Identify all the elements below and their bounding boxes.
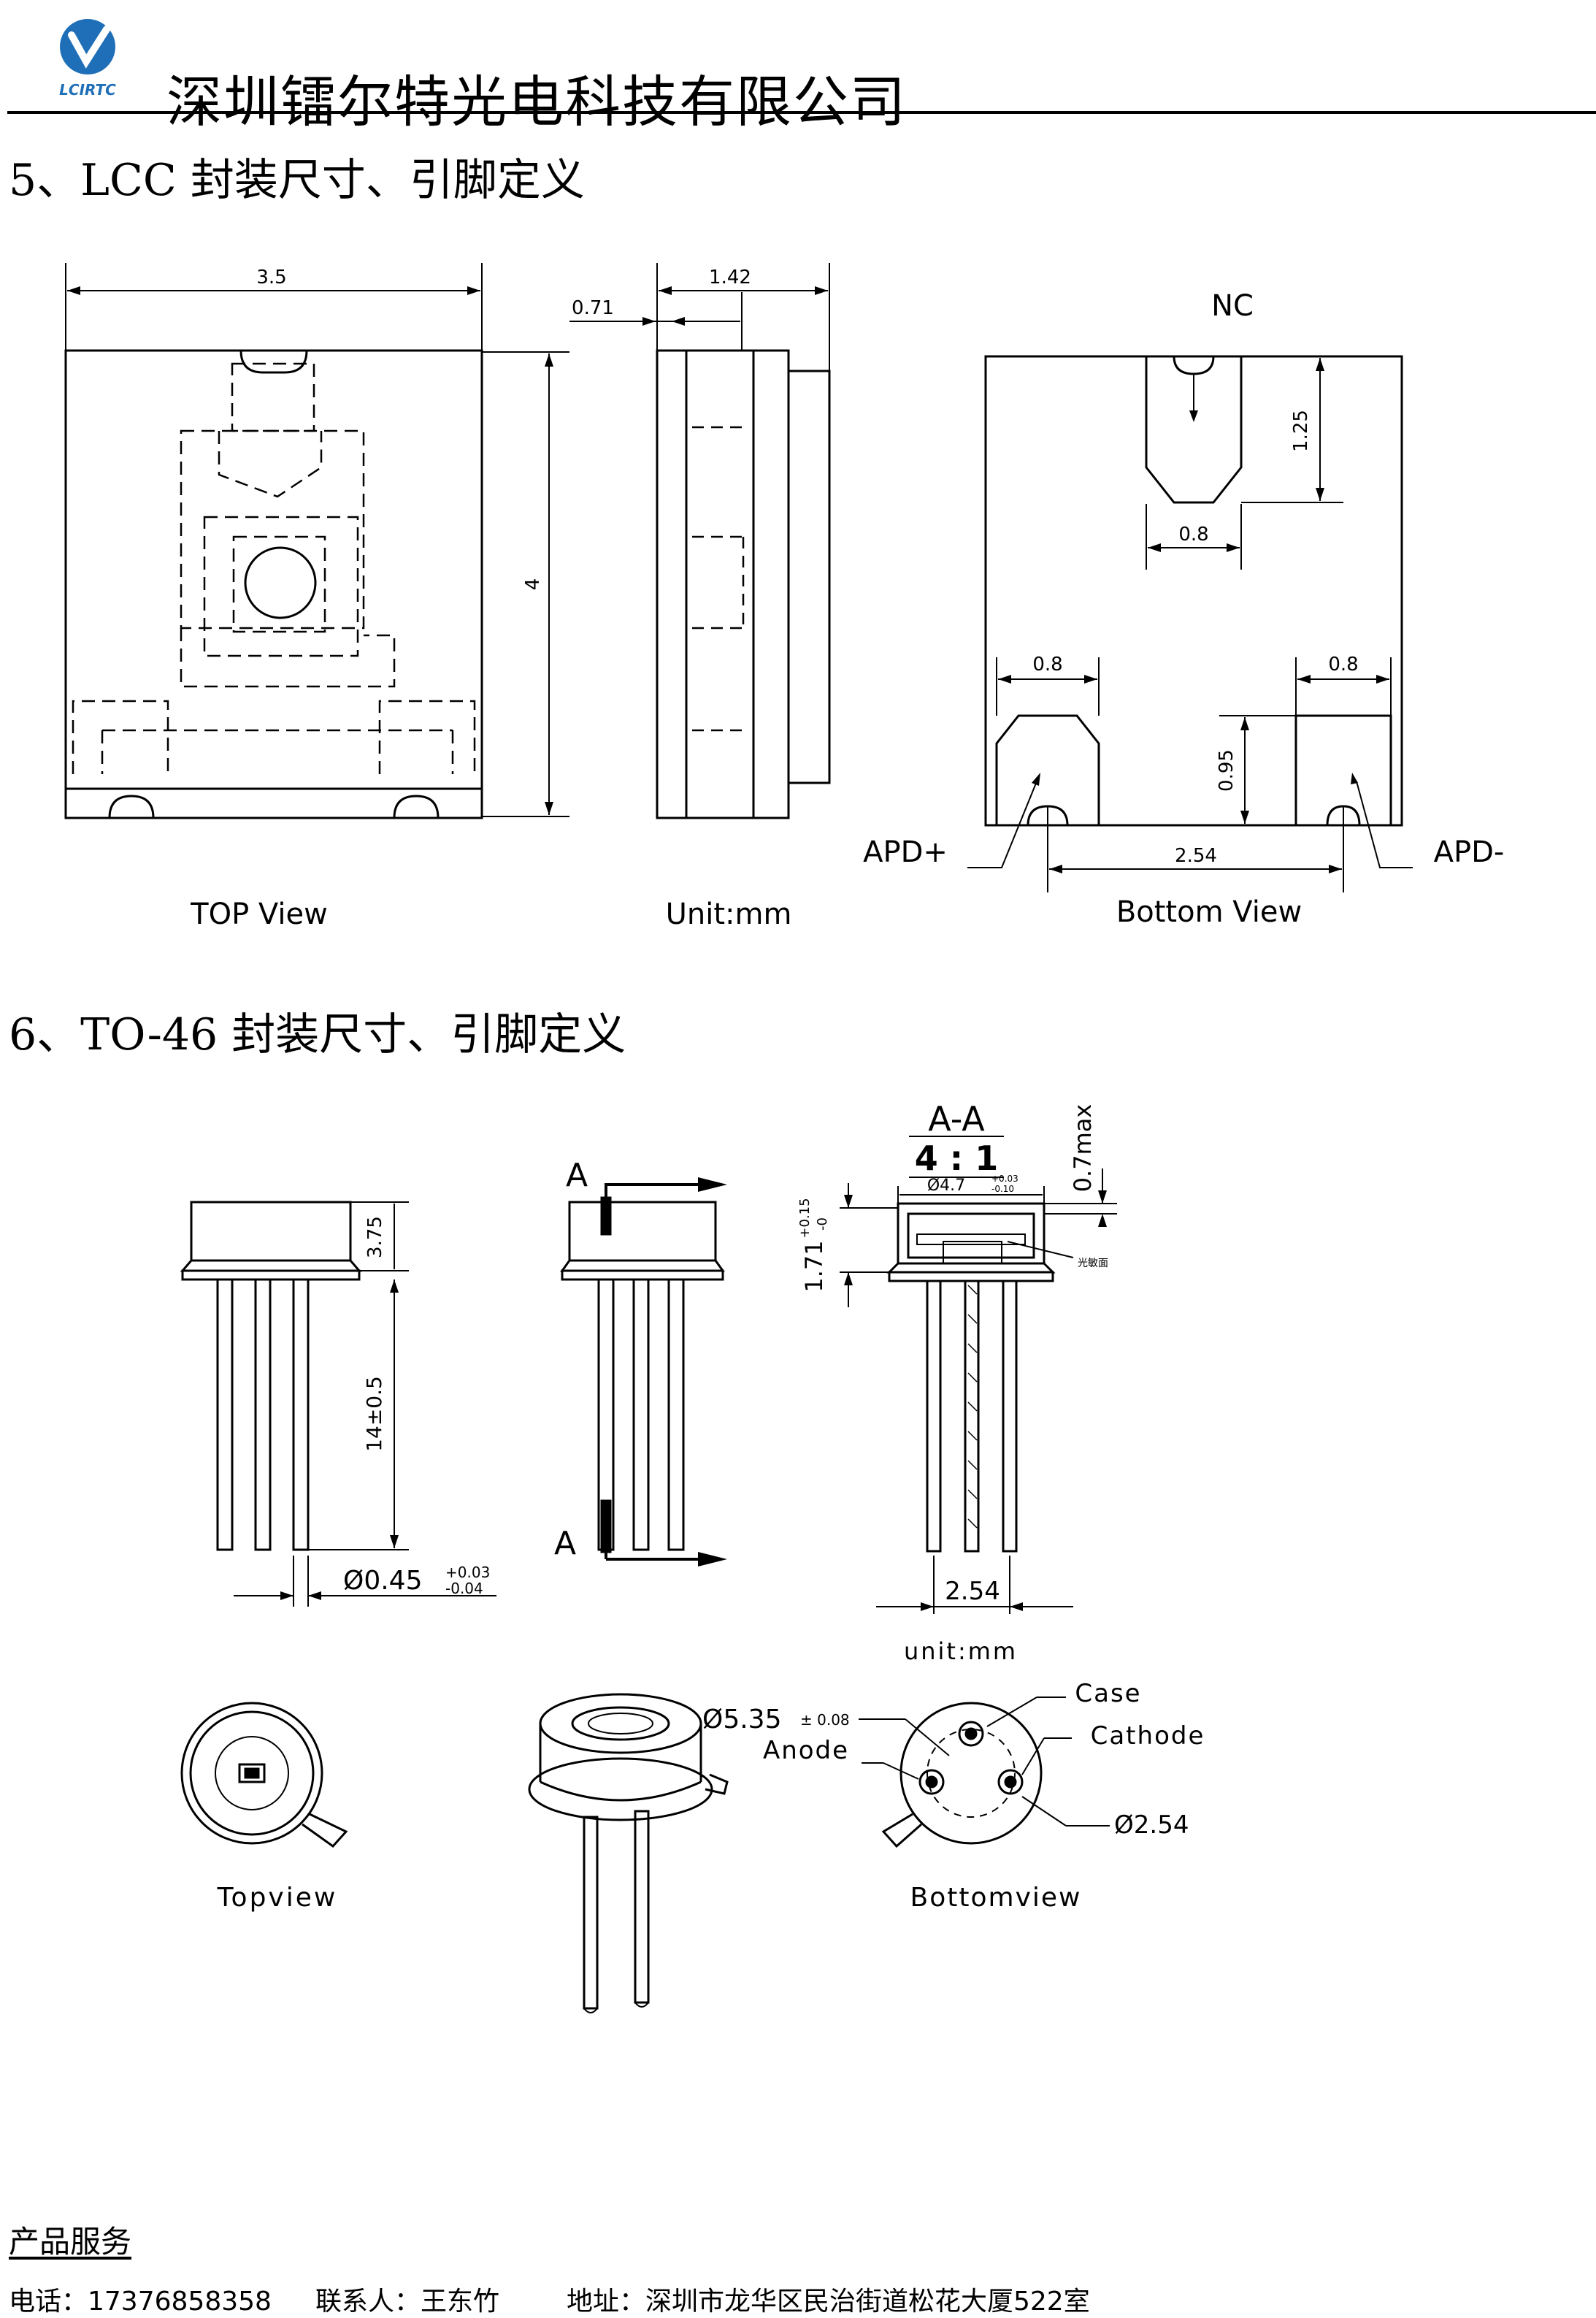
lcc-dim-height: 4 [522,578,544,591]
to46-bottomview [859,1697,1110,1848]
to46-dim-pitch: 2.54 [945,1577,1000,1606]
to46-isometric [528,1693,729,2013]
to46-dim-lead-dia-plus: +0.03 [445,1564,490,1581]
logo-mark [68,26,110,69]
to46-dim-window-dia-plus: +0.03 [991,1174,1018,1184]
pin-case-label: Case [1075,1679,1141,1708]
pin-apd-plus-label: APD+ [863,835,948,869]
to46-dim-window-dia: Ø4.7 [927,1177,965,1195]
lcc-dim-nc-h: 1.25 [1290,410,1312,452]
lcc-dim-nc-w: 0.8 [1178,524,1208,546]
to46-drawing: 3.75 14±0.5 Ø0.45 +0.03 -0.04 A A [180,1099,1205,2013]
to46-dim-window-dia-minus: -0.10 [991,1184,1014,1194]
to46-cut-a-top: A [566,1157,588,1194]
lcc-label-unit: Unit:mm [666,898,792,931]
apd-plus-pad [995,714,1100,827]
nc-pad [1145,355,1243,504]
to46-section-aa [840,1136,1117,1614]
to46-front-view [180,1201,496,1607]
to46-unit: unit:mm [904,1637,1018,1665]
to46-section-label: A-A [928,1099,985,1139]
header-divider [7,111,1596,114]
lcc-top-view [64,263,569,819]
pin-apd-minus-label: APD- [1434,835,1505,869]
to46-cut-a-bottom: A [554,1525,576,1562]
to46-side-view [560,1177,727,1567]
lcc-side-view [569,263,831,819]
to46-dim-window-h: 1.71 [800,1240,828,1292]
to46-dim-flange-dia: Ø5.35 [702,1705,782,1734]
company-name: 深圳镭尔特光电科技有限公司 [166,69,907,134]
lcc-dim-side-total: 1.42 [709,267,751,288]
apd-minus-pad [1294,714,1392,827]
to46-sensitive-area: 光敏面 [1078,1258,1108,1269]
to46-topview [180,1702,348,1848]
to46-dim-window-h-minus: -0 [815,1217,830,1231]
to46-dim-window-h-plus: +0.15 [797,1198,813,1238]
pin-nc-label: NC [1211,289,1254,323]
to46-dim-lead-dia: Ø0.45 [343,1566,423,1596]
logo-text: LCIRTC [59,81,116,99]
to46-dim-lead-dia-minus: -0.04 [445,1580,483,1597]
to46-section-scale: 4 : 1 [915,1139,998,1178]
lcc-dim-side-part: 0.71 [572,297,614,319]
to46-label-bottomview: Bottomview [910,1883,1082,1913]
lcc-dim-pitch: 2.54 [1175,845,1217,867]
footer-phone: 电话：17376858358 [9,2287,272,2317]
section6-title: 6、TO-46 封装尺寸、引脚定义 [9,1009,626,1060]
footer-address: 地址：深圳市龙华区民治街道松花大厦522室 [567,2287,1090,2317]
lcc-dim-pad-w-right: 0.8 [1328,654,1358,676]
to46-label-topview: Topview [217,1883,338,1913]
section5-title: 5、LCC 封装尺寸、引脚定义 [9,155,585,206]
lcc-drawing: 3.5 4 TOP View 1.42 0.71 Unit:mm [64,263,1505,931]
company-logo: LCIRTC [59,19,116,99]
pin-cathode-label: Cathode [1091,1721,1205,1751]
pin-anode-label: Anode [763,1736,849,1765]
to46-dim-pcd: Ø2.54 [1114,1810,1189,1840]
lcc-label-bottom-view: Bottom View [1116,895,1302,929]
footer-contact: 联系人：王东竹 [315,2287,500,2317]
lcc-label-top-view: TOP View [190,898,328,931]
lcc-dim-pad-h: 0.95 [1216,749,1238,792]
lcc-dim-pad-w-left: 0.8 [1032,654,1062,676]
to46-dim-lead-len: 14±0.5 [362,1376,386,1452]
footer-title: 产品服务 [9,2224,132,2260]
lcc-bottom-view [967,355,1413,892]
to46-dim-cap-h: 3.75 [364,1216,386,1258]
to46-dim-max-h: 0.7max [1069,1104,1097,1193]
lcc-dim-width: 3.5 [256,267,286,288]
to46-dim-flange-tol: ± 0.08 [800,1711,850,1729]
